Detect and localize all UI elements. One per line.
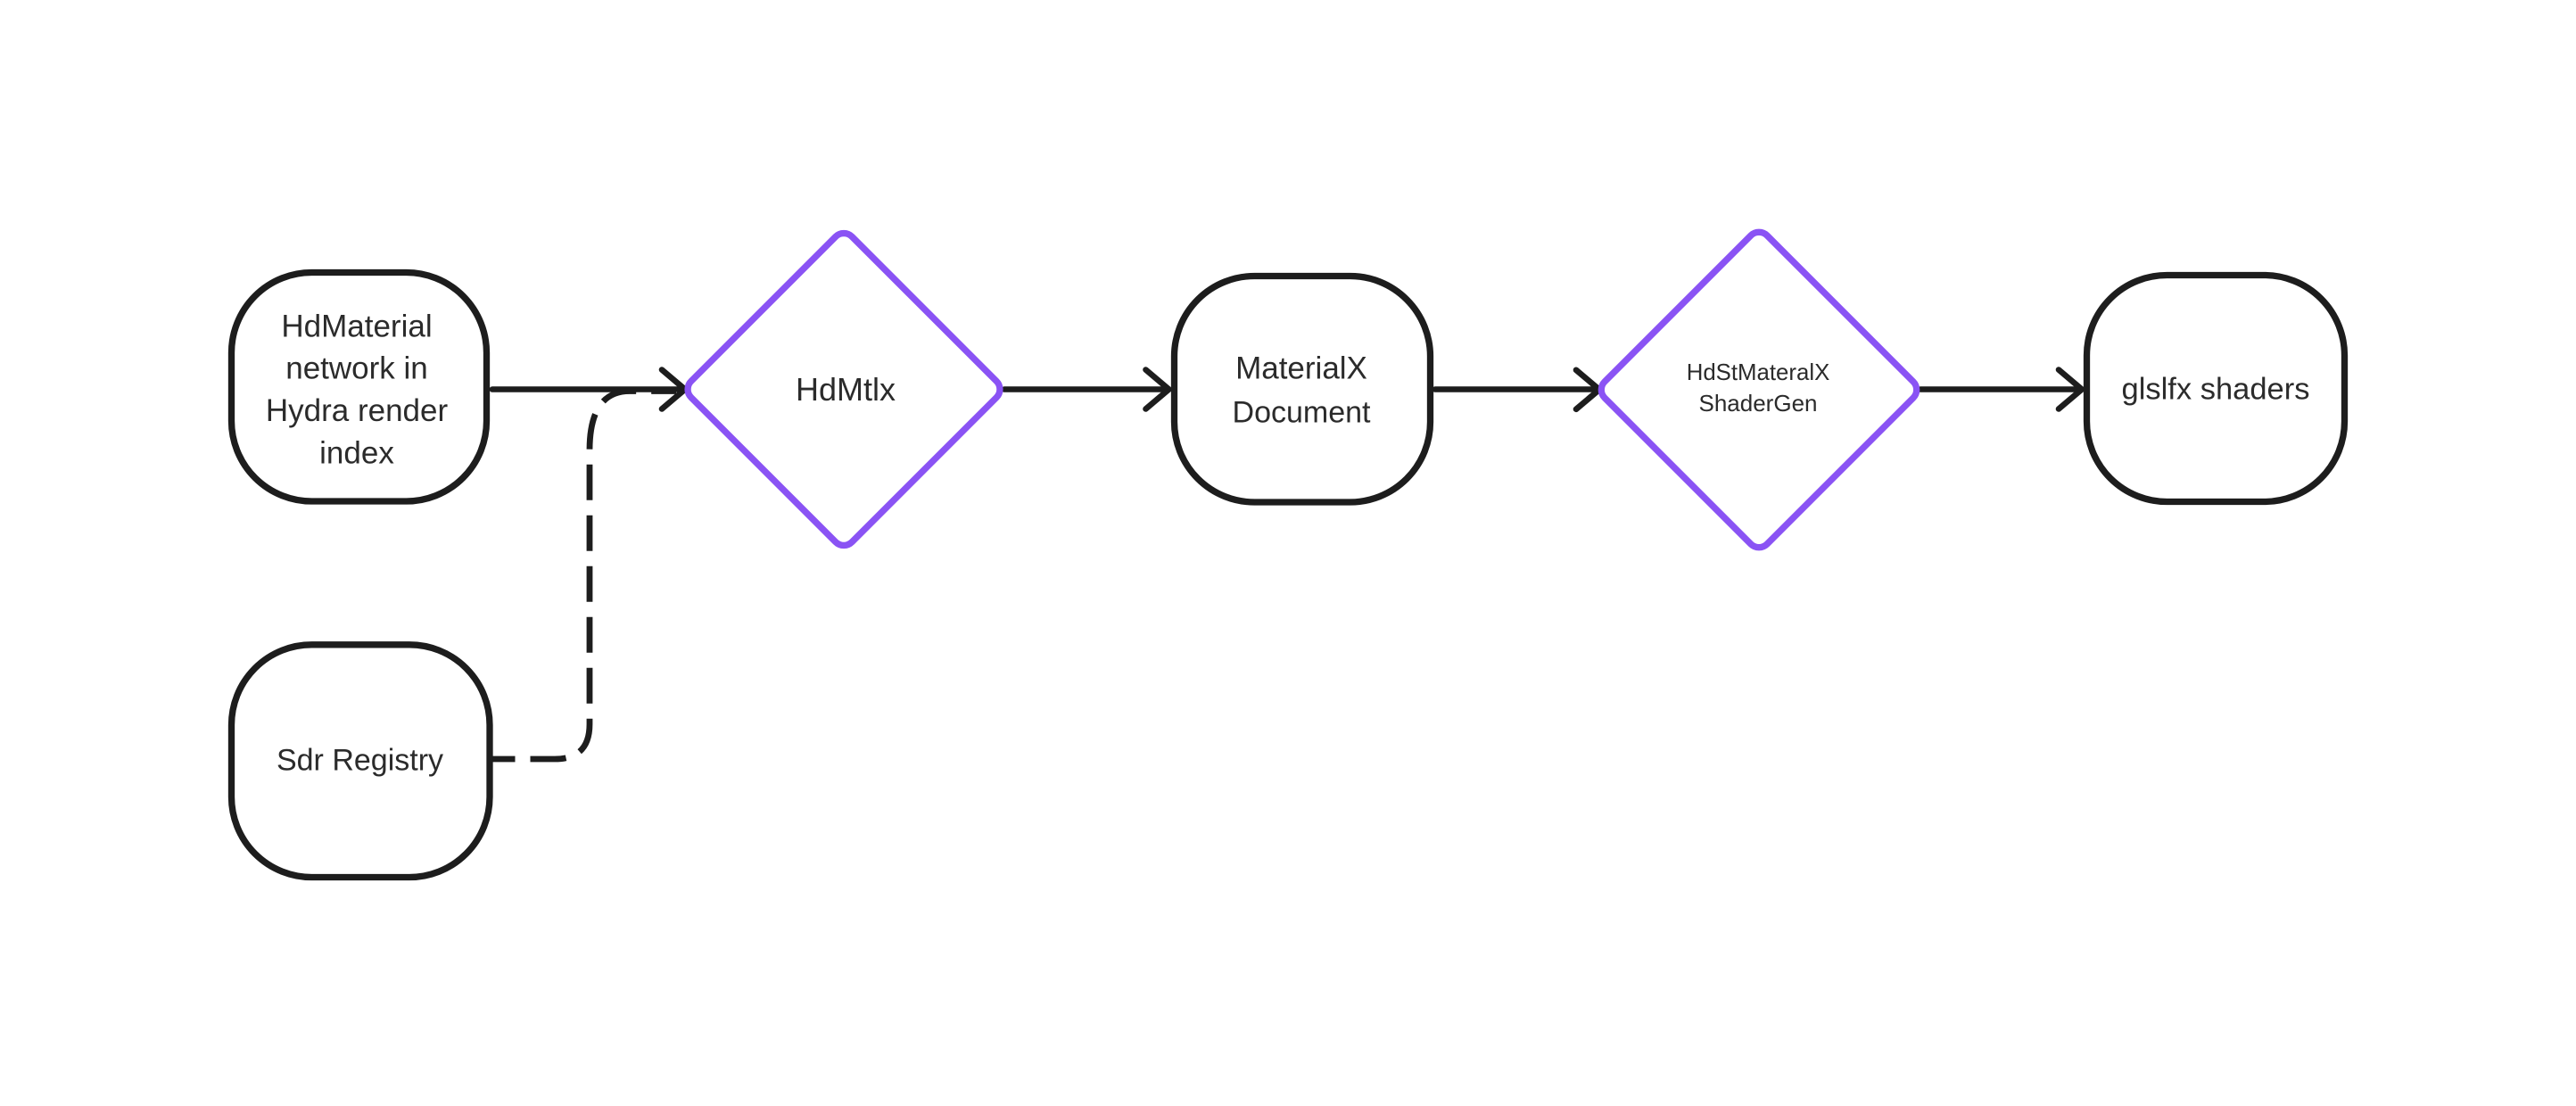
svg-text:HdMaterial: HdMaterial bbox=[281, 309, 432, 343]
svg-text:network in: network in bbox=[285, 351, 428, 386]
svg-text:Sdr Registry: Sdr Registry bbox=[277, 743, 443, 777]
svg-text:Hydra render: Hydra render bbox=[266, 393, 449, 428]
svg-text:ShaderGen: ShaderGen bbox=[1699, 390, 1818, 417]
svg-text:glslfx shaders: glslfx shaders bbox=[2122, 373, 2310, 407]
svg-text:index: index bbox=[319, 435, 394, 470]
svg-text:MaterialX: MaterialX bbox=[1235, 351, 1367, 386]
svg-text:HdStMateralX: HdStMateralX bbox=[1687, 360, 1830, 385]
svg-text:Document: Document bbox=[1233, 396, 1372, 430]
svg-text:HdMtlx: HdMtlx bbox=[796, 371, 896, 408]
